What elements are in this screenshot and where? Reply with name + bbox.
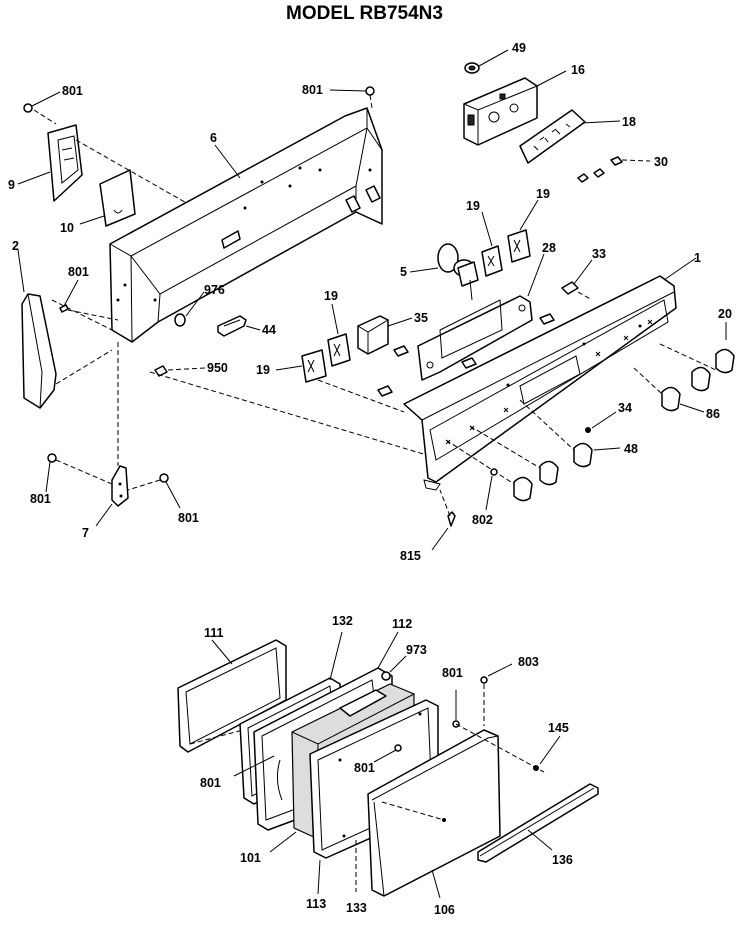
part-19-switch-b bbox=[507, 199, 539, 263]
label-801-lower-right: 801 bbox=[178, 511, 199, 525]
label-34: 34 bbox=[618, 401, 632, 415]
part-30-lenses bbox=[577, 156, 651, 183]
label-801-left-mid: 801 bbox=[68, 265, 89, 279]
screw-801-lower-right bbox=[127, 473, 181, 509]
label-801-top-right: 801 bbox=[302, 83, 323, 97]
label-16: 16 bbox=[571, 63, 585, 77]
screw-801-door-right bbox=[452, 690, 460, 728]
part-6-backsplash-frame bbox=[109, 107, 383, 343]
label-2: 2 bbox=[12, 239, 19, 253]
part-2-side-trim bbox=[17, 249, 113, 409]
screw-801-door-left bbox=[233, 755, 275, 777]
label-7: 7 bbox=[82, 526, 89, 540]
part-19-switch-d bbox=[275, 349, 405, 413]
label-801-door-left: 801 bbox=[200, 776, 221, 790]
label-112: 112 bbox=[392, 617, 412, 631]
label-973: 973 bbox=[406, 643, 427, 657]
label-145: 145 bbox=[548, 721, 569, 735]
screw-801-left-mid bbox=[59, 279, 119, 321]
knob-86-b bbox=[633, 367, 705, 413]
knob-86-a bbox=[691, 366, 711, 392]
part-18-overlay-panel bbox=[519, 109, 621, 164]
label-1: 1 bbox=[694, 251, 701, 265]
part-802-screw bbox=[485, 468, 498, 511]
part-49-ring bbox=[464, 49, 509, 74]
part-34-screw bbox=[585, 411, 617, 433]
label-136: 136 bbox=[552, 853, 573, 867]
label-44: 44 bbox=[262, 323, 276, 337]
part-19-switch-c bbox=[327, 303, 351, 367]
part-10-bracket bbox=[79, 169, 136, 227]
label-18: 18 bbox=[622, 115, 636, 129]
knob-48-c bbox=[445, 439, 533, 502]
label-5: 5 bbox=[400, 265, 407, 279]
label-133: 133 bbox=[346, 901, 367, 915]
label-19-d: 19 bbox=[256, 363, 270, 377]
label-19-c: 19 bbox=[324, 289, 338, 303]
label-803: 803 bbox=[518, 655, 539, 669]
part-815-screw bbox=[431, 489, 456, 551]
label-113: 113 bbox=[306, 897, 326, 911]
screw-803 bbox=[480, 663, 513, 726]
part-9-bracket bbox=[17, 124, 191, 206]
label-802: 802 bbox=[472, 513, 493, 527]
part-33-clip bbox=[561, 259, 593, 301]
label-49: 49 bbox=[512, 41, 526, 55]
label-33: 33 bbox=[592, 247, 606, 261]
label-976: 976 bbox=[204, 283, 225, 297]
callout-labels: 49 16 18 30 801 801 6 9 10 2 801 976 44 … bbox=[8, 41, 732, 917]
part-5-selector bbox=[409, 243, 479, 301]
label-9: 9 bbox=[8, 178, 15, 192]
label-48: 48 bbox=[624, 442, 638, 456]
label-801-door-right: 801 bbox=[442, 666, 463, 680]
label-132: 132 bbox=[332, 614, 353, 628]
diagram-title: MODEL RB754N3 bbox=[286, 3, 443, 24]
part-19-switch-a bbox=[481, 211, 503, 277]
label-801-top-left: 801 bbox=[62, 84, 83, 98]
part-20-knob bbox=[659, 322, 735, 374]
label-86: 86 bbox=[706, 407, 720, 421]
label-30: 30 bbox=[654, 155, 668, 169]
label-19-a: 19 bbox=[466, 199, 480, 213]
label-20: 20 bbox=[718, 307, 732, 321]
screw-801-top-right bbox=[329, 86, 375, 109]
part-106-outer-door bbox=[367, 723, 545, 899]
small-clips bbox=[377, 313, 555, 397]
label-111: 111 bbox=[204, 626, 224, 640]
screw-801-door-mid bbox=[373, 744, 402, 763]
part-16-clock-module bbox=[463, 70, 567, 146]
part-35-switch-block bbox=[357, 315, 413, 355]
label-35: 35 bbox=[414, 311, 428, 325]
part-136-handle bbox=[477, 783, 599, 863]
part-1-control-panel bbox=[403, 257, 697, 491]
label-950: 950 bbox=[207, 361, 228, 375]
label-101: 101 bbox=[240, 851, 261, 865]
part-7-lower-bracket bbox=[95, 342, 129, 527]
label-801-lower-left: 801 bbox=[30, 492, 51, 506]
panel-star-marks bbox=[445, 319, 653, 445]
label-6: 6 bbox=[210, 131, 217, 145]
part-145-screw bbox=[533, 735, 561, 771]
screw-801-lower-left bbox=[45, 453, 113, 493]
knob-48-b bbox=[469, 425, 559, 486]
label-10: 10 bbox=[60, 221, 74, 235]
label-28: 28 bbox=[542, 241, 556, 255]
part-28-bracket bbox=[417, 253, 545, 381]
screw-801-top-left bbox=[23, 91, 61, 125]
knob-48-a bbox=[519, 399, 621, 468]
part-44-clip bbox=[217, 315, 261, 337]
label-801-door-mid: 801 bbox=[354, 761, 375, 775]
part-950-clip bbox=[149, 365, 451, 463]
label-815: 815 bbox=[400, 549, 421, 563]
label-19-b: 19 bbox=[536, 187, 550, 201]
part-976-grommet bbox=[174, 291, 205, 327]
label-106: 106 bbox=[434, 903, 455, 917]
part-973-clip bbox=[381, 655, 407, 681]
